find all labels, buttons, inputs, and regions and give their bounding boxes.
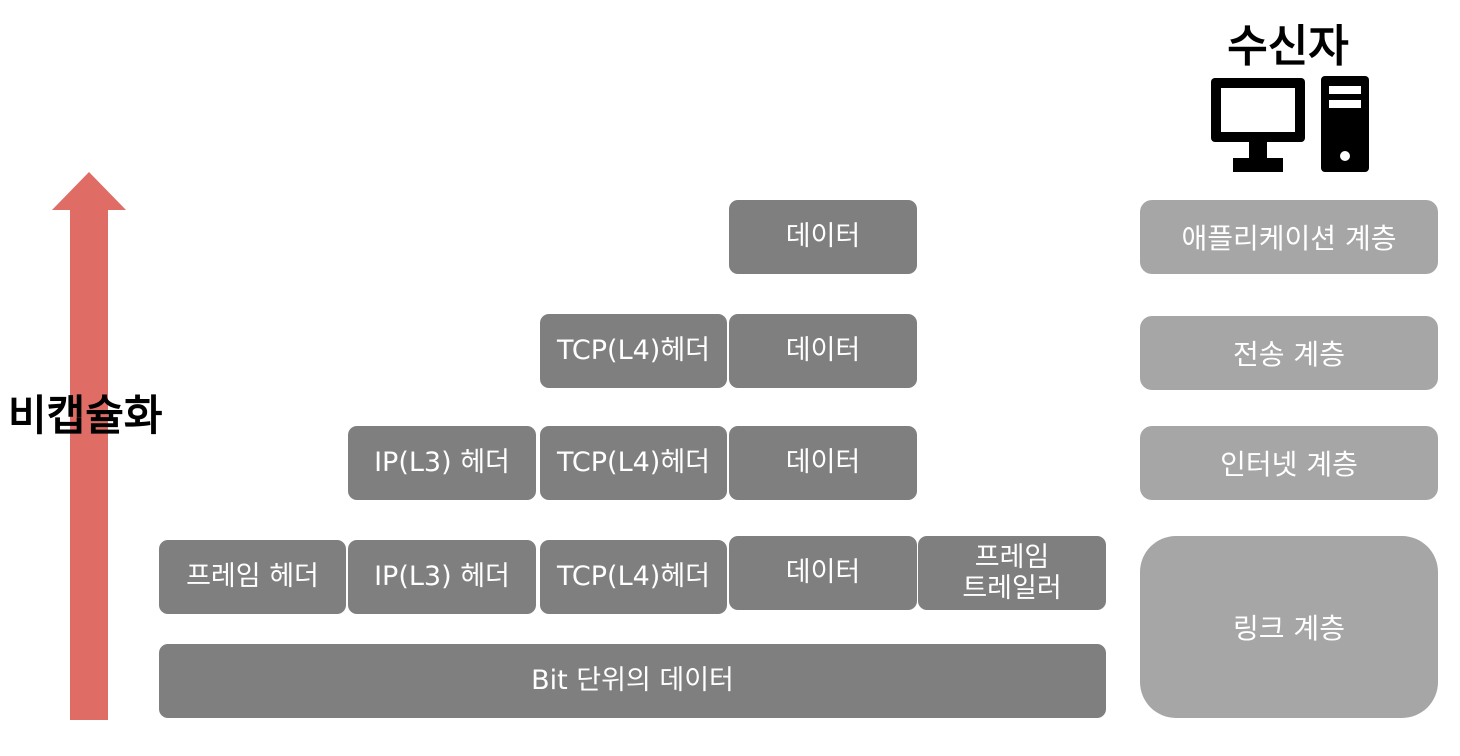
internet-ip-header-block: IP(L3) 헤더	[348, 426, 536, 500]
layer-label: 애플리케이션 계층	[1181, 222, 1397, 255]
up-arrow-icon	[52, 172, 126, 720]
monitor-base	[1233, 158, 1283, 172]
block-label: 데이터	[785, 221, 861, 253]
internet-layer: 인터넷 계층	[1140, 426, 1438, 500]
link-frame-trailer-block: 프레임 트레일러	[918, 536, 1106, 610]
block-label: 프레임 트레일러	[962, 541, 1062, 604]
block-label: TCP(L4)헤더	[556, 335, 710, 367]
transport-data-block: 데이터	[729, 314, 917, 388]
receiver-label: 수신자	[1227, 21, 1349, 72]
block-label: IP(L3) 헤더	[374, 561, 510, 593]
layer-label: 링크 계층	[1233, 612, 1345, 645]
link-frame-header-block: 프레임 헤더	[159, 540, 346, 614]
layer-label: 인터넷 계층	[1220, 448, 1358, 481]
block-label: TCP(L4)헤더	[556, 561, 710, 593]
tower-power-button	[1340, 151, 1350, 161]
transport-tcp-header-block: TCP(L4)헤더	[540, 314, 727, 388]
computer-icon	[1211, 76, 1369, 172]
tower-bay-1	[1329, 86, 1361, 94]
block-label: 데이터	[785, 335, 861, 367]
link-layer: 링크 계층	[1140, 536, 1438, 718]
block-label: 프레임 헤더	[186, 561, 319, 593]
application-data-block: 데이터	[729, 200, 917, 274]
block-label: Bit 단위의 데이터	[531, 665, 734, 697]
bit-data-block: Bit 단위의 데이터	[159, 644, 1106, 718]
link-tcp-header-block: TCP(L4)헤더	[540, 540, 727, 614]
transport-layer: 전송 계층	[1140, 316, 1438, 390]
block-label: 데이터	[785, 447, 861, 479]
layer-label: 전송 계층	[1233, 338, 1345, 371]
block-label: IP(L3) 헤더	[374, 447, 510, 479]
application-layer: 애플리케이션 계층	[1140, 200, 1438, 274]
decapsulation-label: 비캡슐화	[8, 391, 163, 440]
internet-data-block: 데이터	[729, 426, 917, 500]
monitor-neck	[1249, 142, 1267, 158]
monitor-screen	[1221, 88, 1295, 132]
link-ip-header-block: IP(L3) 헤더	[348, 540, 536, 614]
block-label: 데이터	[785, 557, 861, 589]
tower-bay-2	[1329, 100, 1361, 108]
internet-tcp-header-block: TCP(L4)헤더	[540, 426, 727, 500]
block-label: TCP(L4)헤더	[556, 447, 710, 479]
link-data-block: 데이터	[729, 536, 917, 610]
